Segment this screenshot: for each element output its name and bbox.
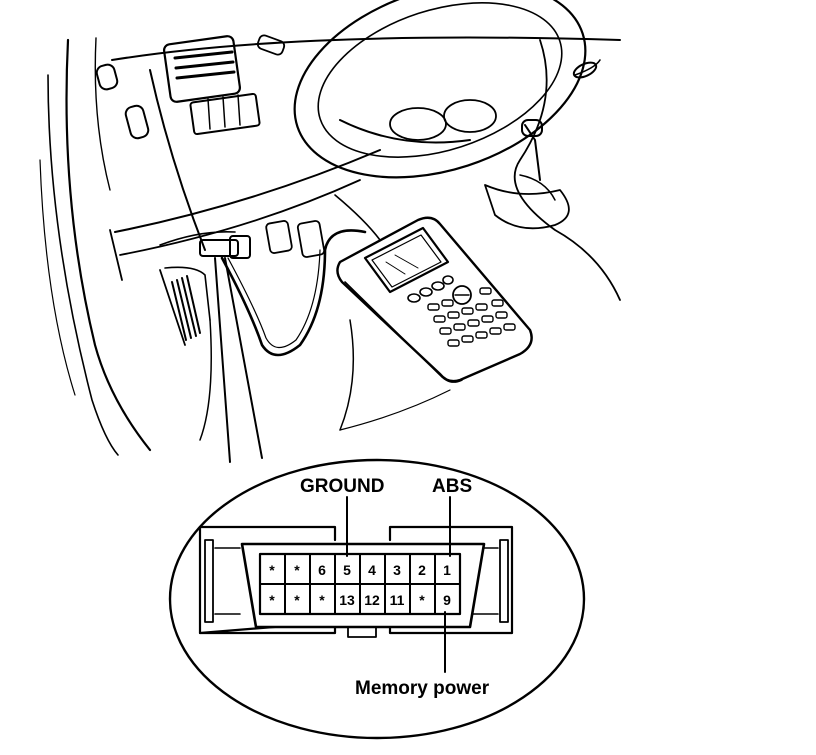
ground-label: GROUND [300, 476, 384, 497]
connector-detail-ellipse [168, 458, 586, 740]
leader-lines [346, 496, 451, 673]
pin-label: 9 [443, 592, 451, 608]
memory-power-label: Memory power [355, 678, 490, 699]
pin-label: 3 [393, 562, 401, 578]
pin-label: 6 [318, 562, 326, 578]
pin-label: 1 [443, 562, 451, 578]
pin-label: * [269, 592, 275, 608]
pin-row-bottom: * * * 13 12 11 * 9 [269, 592, 451, 608]
obd-connector-housing [198, 525, 514, 638]
car-interior-illustration [39, 0, 621, 456]
pin-label: 4 [368, 562, 376, 578]
pin-label: * [419, 592, 425, 608]
pin-label: 12 [364, 592, 380, 608]
pin-label: 2 [418, 562, 426, 578]
pin-label: * [269, 562, 275, 578]
floor-mat-hatching [171, 275, 201, 341]
scan-tool-illustration [336, 216, 533, 383]
pin-row-top: * * 6 5 4 3 2 1 [269, 562, 451, 578]
pin-label: 13 [339, 592, 355, 608]
pin-label: * [294, 592, 300, 608]
diagnostic-cable [220, 229, 367, 357]
pin-label: 5 [343, 562, 351, 578]
pin-label: * [319, 592, 325, 608]
abs-label: ABS [432, 476, 472, 497]
pin-label: * [294, 562, 300, 578]
callout-lines [214, 257, 263, 463]
pin-label: 11 [390, 592, 405, 608]
